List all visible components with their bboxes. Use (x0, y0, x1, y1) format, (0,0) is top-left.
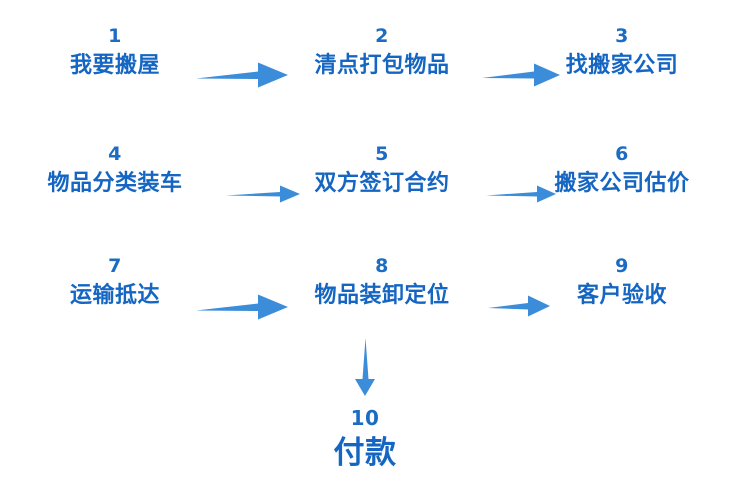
flow-step-8[interactable]: 8 物品装卸定位 (314, 257, 449, 307)
arrow-2-to-3-icon (482, 63, 560, 87)
arrow-8-to-10-icon (352, 338, 378, 396)
step-number: 9 (615, 255, 629, 277)
step-number: 7 (108, 255, 122, 277)
flow-step-4[interactable]: 4 物品分类装车 (47, 145, 182, 195)
flow-step-10[interactable]: 10 付款 (334, 408, 397, 469)
flow-step-5[interactable]: 5 双方签订合约 (314, 145, 449, 195)
arrow-8-to-9-icon (488, 295, 550, 317)
step-label: 物品装卸定位 (314, 283, 450, 308)
step-number: 5 (375, 143, 389, 165)
step-number: 8 (375, 255, 389, 277)
step-number: 2 (375, 25, 389, 47)
flow-step-6[interactable]: 6 搬家公司估价 (554, 145, 689, 195)
step-label: 搬家公司估价 (554, 171, 690, 196)
arrow-4-to-5-icon (226, 185, 300, 203)
step-label: 我要搬屋 (69, 53, 161, 78)
step-number: 4 (108, 143, 122, 165)
step-label: 双方签订合约 (314, 171, 450, 196)
step-label: 找搬家公司 (565, 53, 679, 78)
step-number: 10 (350, 406, 380, 430)
step-number: 1 (108, 25, 122, 47)
step-label: 物品分类装车 (47, 171, 183, 196)
flow-step-1[interactable]: 1 我要搬屋 (70, 27, 160, 77)
flow-step-7[interactable]: 7 运输抵达 (70, 257, 160, 307)
arrow-1-to-2-icon (196, 62, 288, 88)
flow-step-2[interactable]: 2 清点打包物品 (314, 27, 449, 77)
flow-step-9[interactable]: 9 客户验收 (577, 257, 667, 307)
step-label: 运输抵达 (69, 283, 161, 308)
step-label: 客户验收 (576, 283, 668, 308)
step-label: 付款 (333, 435, 397, 471)
arrow-5-to-6-icon (486, 185, 556, 203)
arrow-7-to-8-icon (196, 294, 288, 320)
step-number: 6 (615, 143, 629, 165)
step-label: 清点打包物品 (314, 53, 450, 78)
flow-step-3[interactable]: 3 找搬家公司 (566, 27, 679, 77)
step-number: 3 (615, 25, 629, 47)
